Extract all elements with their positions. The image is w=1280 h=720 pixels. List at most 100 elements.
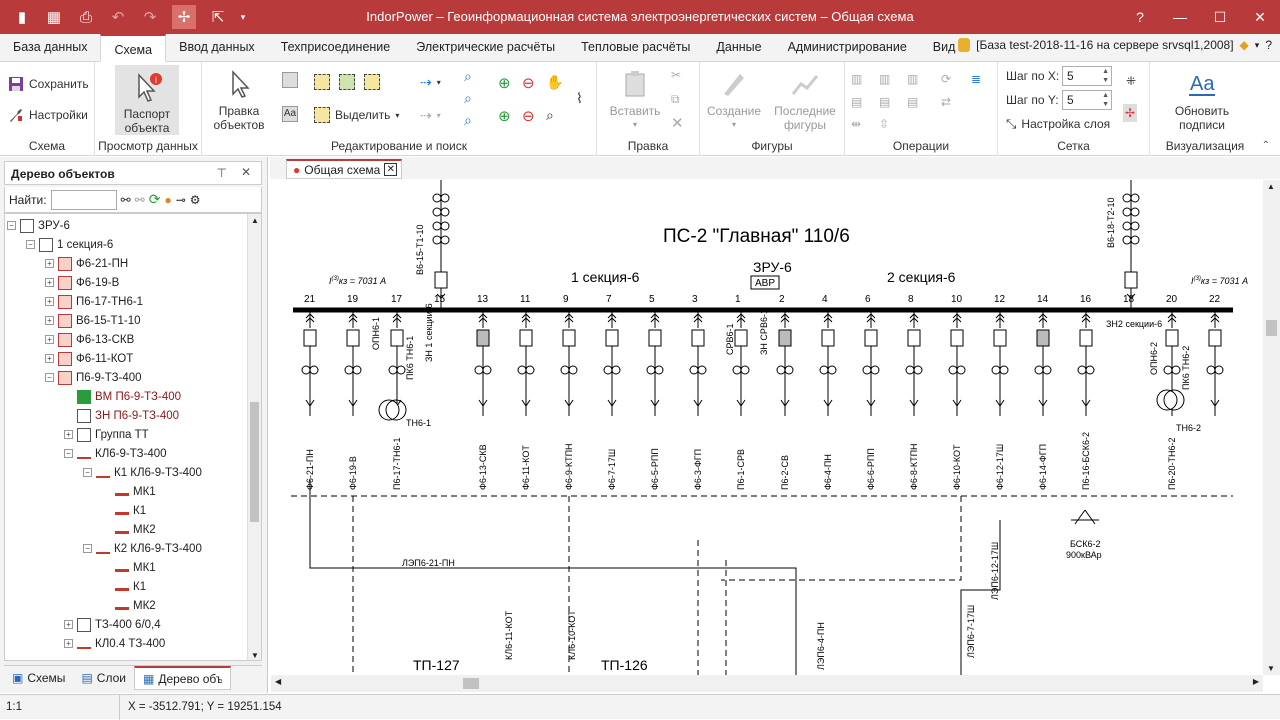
layer-settings-button[interactable]: ⤡ Настройка слоя (1006, 116, 1110, 132)
tree-node[interactable]: МК2 (102, 520, 156, 539)
route2-button[interactable]: ⇢▾ (420, 107, 441, 123)
breaker-symbol[interactable] (1165, 329, 1179, 347)
tree-node[interactable]: +Ф6-21-ПН (45, 254, 128, 273)
minimize-button[interactable]: — (1173, 9, 1187, 25)
tab-schema[interactable]: Схема (100, 34, 167, 62)
expand-toggle-icon[interactable]: + (45, 297, 54, 306)
edit-objects-button[interactable]: Правка объектов (210, 68, 268, 132)
scroll-up-icon[interactable]: ▲ (1267, 182, 1275, 191)
breaker-symbol[interactable] (1208, 329, 1222, 347)
tab-admin[interactable]: Администрирование (787, 40, 907, 54)
select-group-button[interactable] (339, 74, 355, 90)
save-button[interactable]: Сохранить (8, 76, 89, 92)
undo-icon[interactable]: ↶ (111, 9, 125, 26)
collapse-toggle-icon[interactable]: − (83, 468, 92, 477)
breaker-symbol[interactable] (950, 329, 964, 347)
filter-icon[interactable]: ● (164, 192, 172, 207)
delete-button[interactable]: ✕ (671, 114, 684, 132)
help-icon[interactable]: ? (1136, 9, 1144, 25)
tab-object-tree[interactable]: ▦Дерево объектов (133, 666, 232, 690)
cut-button[interactable]: ✂ (671, 68, 681, 82)
tree-node[interactable]: МК1 (102, 482, 156, 501)
zoom-out-button[interactable]: ⊖ (522, 74, 535, 92)
step-x-input[interactable]: 5▲▼ (1062, 66, 1112, 86)
tab-tech-connection[interactable]: Техприсоединение (280, 40, 391, 54)
collapse-icon[interactable]: ⊸ (175, 192, 186, 207)
close-panel-icon[interactable]: ✕ (240, 165, 251, 179)
tab-thermal-calc[interactable]: Тепловые расчёты (581, 40, 691, 54)
tree-node[interactable]: МК1 (102, 558, 156, 577)
flip-button[interactable]: ⇄ (941, 95, 951, 109)
scroll-thumb[interactable] (463, 678, 479, 689)
maximize-button[interactable]: ☐ (1213, 8, 1227, 25)
single-line-diagram[interactable]: ПС-2 "Главная" 110/6 1 секция-6 2 секция… (271, 180, 1263, 675)
customize-dropdown-icon[interactable]: ▾ (240, 11, 246, 22)
align-right-button[interactable]: ▥ (907, 72, 918, 86)
snap-grid-button[interactable]: ⁜ (1126, 74, 1136, 88)
breaker-symbol[interactable] (648, 329, 662, 347)
find2-button[interactable]: ⌕ (464, 90, 472, 107)
tn2-symbol[interactable] (1156, 389, 1178, 411)
scroll-thumb[interactable] (250, 402, 259, 522)
collapse-toggle-icon[interactable]: − (83, 544, 92, 553)
tab-view[interactable]: Вид (932, 40, 956, 54)
align-top-button[interactable]: ▤ (851, 95, 862, 109)
grid-mode-icon[interactable]: ✢ (172, 5, 196, 29)
breaker-symbol[interactable] (864, 329, 878, 347)
tree-node[interactable]: +П6-17-ТН6-1 (45, 292, 143, 311)
tree-vscroll[interactable]: ▲ ▼ (247, 214, 261, 660)
expand-toggle-icon[interactable]: + (45, 335, 54, 344)
database-info[interactable]: [База test-2018-11-16 на сервере srvsql1… (958, 38, 1272, 52)
breaker-symbol[interactable] (691, 329, 705, 347)
select-all-button[interactable] (364, 74, 380, 90)
breaker-symbol[interactable] (993, 329, 1007, 347)
text-style-button[interactable] (282, 72, 298, 88)
update-labels-button[interactable]: Aa Обновить подписи (1162, 68, 1242, 132)
tn1-symbol[interactable] (378, 399, 400, 421)
object-tree[interactable]: −ЗРУ-6−1 секция-6+Ф6-21-ПН+Ф6-19-В+П6-17… (4, 213, 262, 661)
zoom-fit-button[interactable]: ⊕ (498, 107, 511, 125)
settings-gear-icon[interactable]: ⚙ (189, 192, 201, 207)
expand-toggle-icon[interactable]: + (45, 316, 54, 325)
expand-toggle-icon[interactable]: + (45, 354, 54, 363)
select-dropdown[interactable]: Выделить ▾ (314, 107, 399, 123)
paste-button[interactable]: Вставить ▾ (607, 68, 663, 132)
help-circle-icon[interactable]: ? (1265, 38, 1272, 52)
tree-node[interactable]: −1 секция-6 (26, 235, 113, 254)
zoom-prev-button[interactable]: ⊖ (522, 107, 535, 125)
breaker-symbol[interactable] (519, 329, 533, 347)
close-button[interactable]: ✕ (1254, 8, 1266, 25)
schema-canvas[interactable]: ПС-2 "Главная" 110/6 1 секция-6 2 секция… (271, 180, 1263, 675)
tab-schemes[interactable]: ▣Схемы (4, 666, 73, 690)
zoom-in-button[interactable]: ⊕ (498, 74, 511, 92)
rotate-button[interactable]: ⟳ (941, 72, 951, 86)
tree-node[interactable]: −К2 КЛ6-9-ТЗ-400 (83, 539, 202, 558)
capacitor-symbol[interactable] (1071, 509, 1099, 525)
tree-node[interactable]: −К1 КЛ6-9-ТЗ-400 (83, 463, 202, 482)
collapse-toggle-icon[interactable]: − (64, 449, 73, 458)
breaker-symbol[interactable] (821, 329, 835, 347)
tab-data[interactable]: Данные (716, 40, 762, 54)
scroll-down-icon[interactable]: ▼ (251, 651, 259, 660)
breaker-symbol[interactable] (907, 329, 921, 347)
breaker-symbol[interactable] (476, 329, 490, 347)
layers-button[interactable]: ≣ (971, 72, 981, 86)
expand-toggle-icon[interactable]: + (64, 430, 73, 439)
close-tab-icon[interactable]: ✕ (384, 163, 398, 176)
tab-layers[interactable]: ▤Слои (73, 666, 134, 690)
redo-icon[interactable]: ↷ (143, 9, 157, 26)
tree-node[interactable]: −ЗРУ-6 (7, 216, 70, 235)
print-icon[interactable]: ⎙ (79, 8, 92, 26)
refresh-icon[interactable]: ⟳ (148, 191, 161, 207)
panel-icon[interactable]: ▮ (17, 9, 27, 26)
find-button[interactable]: ⌕ (464, 68, 472, 85)
select-region-button[interactable] (314, 74, 330, 90)
align-bottom-button[interactable]: ▤ (907, 95, 918, 109)
pin-icon[interactable]: ⊤ (216, 166, 227, 180)
tree-node[interactable]: +Ф6-19-В (45, 273, 119, 292)
zoom-window-button[interactable]: ⌕ (546, 107, 554, 124)
tree-node[interactable]: +Ф6-11-КОТ (45, 349, 133, 368)
expand-toggle-icon[interactable]: + (45, 278, 54, 287)
incomer-breaker[interactable] (1124, 271, 1138, 289)
collapse-ribbon-icon[interactable]: ⌃ (1261, 140, 1270, 151)
